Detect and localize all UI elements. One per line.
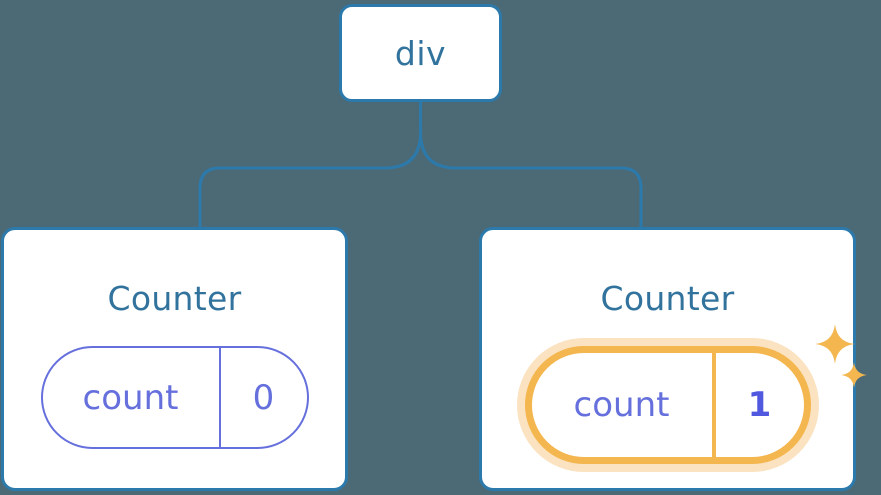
state-pill-wrapper-right: count 1 (524, 324, 867, 464)
state-pill-wrapper-left: count 0 (40, 346, 309, 449)
state-key-cell: count (532, 353, 712, 457)
state-key-label: count (573, 385, 670, 425)
root-node-div[interactable]: div (339, 4, 502, 102)
state-key-cell: count (43, 348, 219, 447)
component-card-counter-left[interactable]: Counter count 0 (1, 227, 348, 491)
state-value-label: 1 (747, 385, 772, 425)
state-key-label: count (82, 377, 179, 418)
connector-to-left-child (198, 102, 422, 227)
state-value-label: 0 (252, 377, 275, 418)
state-pill-highlighted[interactable]: count 1 (524, 346, 811, 464)
sparkle-large-icon (814, 324, 855, 364)
connector-to-right-child (419, 102, 643, 227)
root-node-label: div (394, 33, 447, 73)
component-title: Counter (107, 279, 242, 318)
sparkle-small-icon (840, 362, 867, 388)
component-title: Counter (600, 279, 735, 318)
sparkle-group (814, 324, 879, 402)
component-card-counter-right[interactable]: Counter count 1 (479, 227, 867, 491)
state-pill[interactable]: count 0 (40, 346, 309, 449)
state-value-cell: 1 (711, 353, 804, 457)
state-value-cell: 0 (218, 348, 307, 447)
